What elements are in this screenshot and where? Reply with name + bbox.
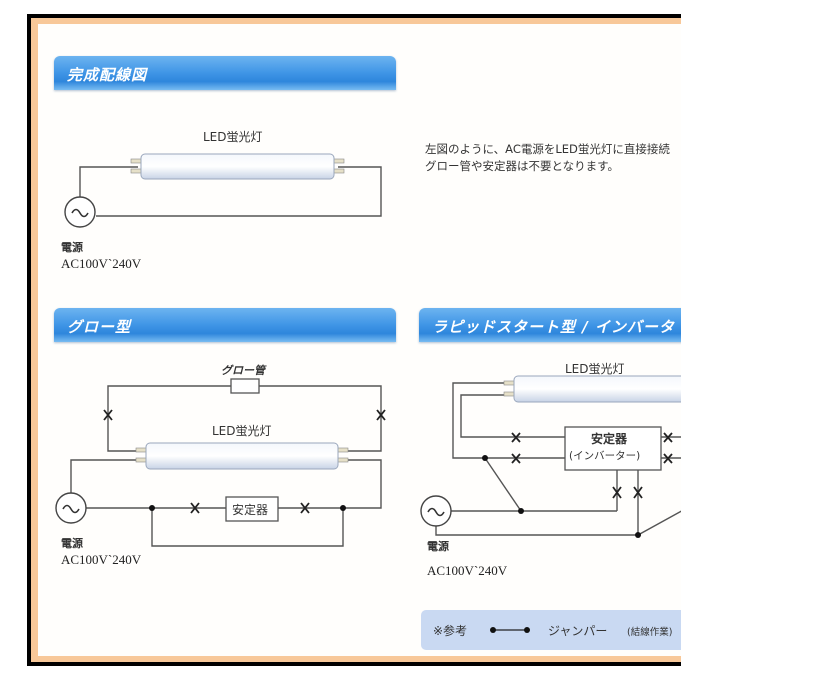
junction-dot-icons bbox=[149, 455, 641, 538]
ballast-box-glow bbox=[225, 496, 279, 522]
section-header-complete: 完成配線図 bbox=[54, 56, 396, 90]
jumper-symbol-icon bbox=[490, 627, 530, 633]
wiring-diagrams bbox=[55, 153, 681, 547]
ballast-box-rapid bbox=[564, 426, 662, 471]
frame-border: 完成配線図 グロー型 ラピッドスタート型 / インバータ 左図のように、AC電源… bbox=[31, 18, 681, 662]
inverter-label: (インバーター) bbox=[569, 450, 641, 462]
led-lamp-label-complete: LED蛍光灯 bbox=[203, 130, 263, 144]
glow-wiring bbox=[70, 385, 382, 547]
led-tube-complete bbox=[130, 153, 345, 180]
diagram-panel: 完成配線図 グロー型 ラピッドスタート型 / インバータ 左図のように、AC電源… bbox=[38, 24, 681, 656]
section-title-complete: 完成配線図 bbox=[67, 66, 148, 84]
legend-jumper-note: (結線作業) bbox=[627, 627, 673, 638]
section-title-glow: グロー型 bbox=[67, 318, 132, 336]
section-header-rapid: ラピッドスタート型 / インバータ bbox=[419, 308, 681, 342]
voltage-label-complete: AC100V`240V bbox=[61, 256, 142, 271]
complete-wiring bbox=[79, 166, 382, 217]
cut-mark-icons bbox=[103, 409, 673, 514]
section-header-glow: グロー型 bbox=[54, 308, 396, 342]
ballast-label-glow: 安定器 bbox=[232, 503, 269, 517]
legend-jumper-label: ジャンパー bbox=[548, 624, 608, 638]
section-title-rapid: ラピッドスタート型 / インバータ bbox=[432, 318, 675, 336]
description-line-2: グロー管や安定器は不要となります。 bbox=[425, 159, 620, 173]
voltage-label-rapid: AC100V`240V bbox=[427, 563, 508, 578]
rapid-wiring bbox=[435, 382, 681, 536]
power-label-rapid: 電源 bbox=[427, 540, 449, 553]
outer-frame: 完成配線図 グロー型 ラピッドスタート型 / インバータ 左図のように、AC電源… bbox=[27, 14, 681, 666]
sine-wave-icon bbox=[62, 208, 445, 517]
led-lamp-label-rapid: LED蛍光灯 bbox=[565, 362, 625, 376]
led-tube-rapid bbox=[503, 375, 681, 403]
power-label-complete: 電源 bbox=[61, 241, 83, 254]
legend-box: ※参考 ジャンパー (結線作業) X bbox=[421, 610, 681, 650]
power-label-glow: 電源 bbox=[61, 537, 83, 550]
description-line-1: 左図のように、AC電源をLED蛍光灯に直接接続 bbox=[425, 142, 670, 156]
voltage-label-glow: AC100V`240V bbox=[61, 552, 142, 567]
ballast-label-rapid: 安定器 bbox=[591, 432, 628, 446]
legend-ref-label: ※参考 bbox=[433, 624, 468, 638]
glow-tube-label: グロー管 bbox=[221, 364, 265, 377]
glow-tube-box bbox=[230, 378, 260, 394]
led-tube-glow bbox=[135, 442, 349, 470]
led-lamp-label-glow: LED蛍光灯 bbox=[212, 424, 272, 438]
